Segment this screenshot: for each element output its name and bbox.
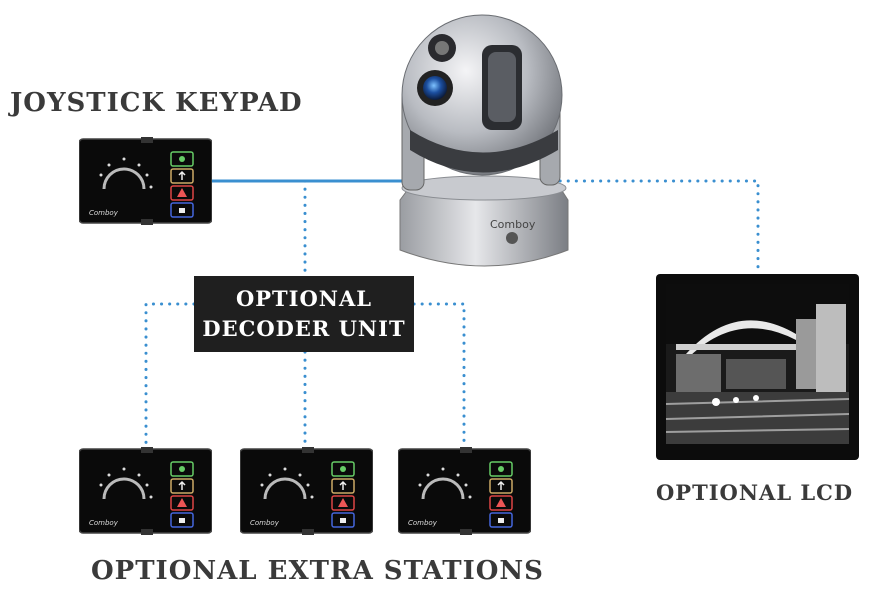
keypad-device-image: Comboy (398, 447, 531, 535)
optional-extra-stations-label: OPTIONAL EXTRA STATIONS (91, 556, 544, 586)
ptz-camera: Comboy (390, 10, 575, 280)
dotted-cable-camera-to-lcd (550, 179, 760, 276)
decoder-unit: OPTIONAL DECODER UNIT (194, 276, 414, 352)
keypad-brand: Comboy (408, 519, 438, 527)
keypad-brand: Comboy (89, 519, 119, 527)
camera-brand: Comboy (490, 218, 536, 231)
ptz-camera-image: Comboy (399, 14, 569, 267)
keypad-device-image: Comboy (240, 447, 373, 535)
lcd-monitor (656, 274, 859, 460)
extra-station-keypad: Comboy (79, 447, 212, 535)
keypad-brand: Comboy (89, 209, 119, 217)
extra-station-keypad: Comboy (398, 447, 531, 535)
dotted-cable-decoder-to-station-1 (144, 302, 196, 449)
decoder-label-line1: OPTIONAL (235, 286, 373, 311)
dotted-cable-decoder-to-station-3 (412, 302, 466, 449)
keypad-device-image: Comboy (79, 447, 212, 535)
joystick-keypad-label: JOYSTICK KEYPAD (10, 88, 303, 118)
joystick-keypad: Comboy (79, 137, 212, 225)
keypad-device-image: Comboy (79, 137, 212, 225)
dotted-cables (144, 179, 760, 449)
decoder-label-line2: DECODER UNIT (202, 316, 406, 341)
optional-lcd-label: OPTIONAL LCD (656, 480, 854, 505)
keypad-brand: Comboy (250, 519, 280, 527)
lcd-monitor-image (656, 274, 859, 460)
extra-station-keypad: Comboy (240, 447, 373, 535)
